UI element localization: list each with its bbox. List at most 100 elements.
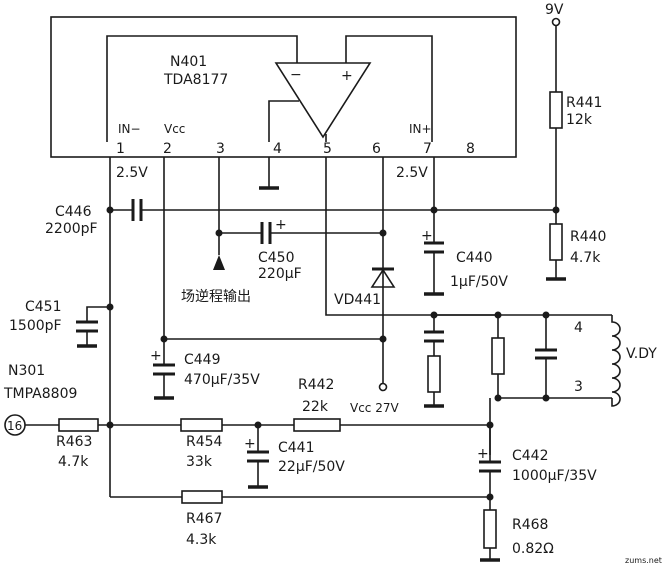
junction-dots: [106, 206, 560, 501]
c440-value: 1μF/50V: [450, 274, 508, 290]
junction-dot: [160, 335, 168, 343]
r468-resistor: [483, 509, 497, 549]
yoke-pin-bottom: 3: [574, 379, 583, 395]
r454-value: 33k: [186, 454, 213, 470]
junction-dot: [379, 335, 387, 343]
r467-ref: R467: [186, 511, 222, 527]
r467-value: 4.3k: [186, 532, 217, 548]
vd441-diode: [370, 268, 396, 288]
c450-value: 220μF: [258, 266, 302, 282]
r-snub-resistor: [427, 355, 441, 393]
junction-dot: [542, 311, 550, 319]
flyback-output-arrow: [213, 255, 225, 270]
op-amp-minus: −: [290, 67, 302, 83]
pin-number-3: 3: [216, 141, 225, 157]
junction-dot: [552, 206, 560, 214]
junction-dot: [486, 493, 494, 501]
c441-value: 22μF/50V: [278, 459, 345, 475]
pin7-voltage: 2.5V: [396, 165, 428, 181]
c440-ref: C440: [456, 250, 493, 266]
pin-number-2: 2: [163, 141, 172, 157]
vcc27-terminal: [378, 382, 388, 392]
yoke-label: V.DY: [626, 346, 657, 362]
c446-value: 2200pF: [45, 221, 98, 237]
junction-dot: [254, 421, 262, 429]
junction-dot: [430, 206, 438, 214]
pin1-voltage: 2.5V: [116, 165, 148, 181]
pin-number-5: 5: [323, 141, 332, 157]
r441-ref: R441: [566, 95, 602, 111]
pin-number-7: 7: [423, 141, 432, 157]
c449-ref: C449: [184, 352, 221, 368]
pin-in-minus-label: IN−: [118, 122, 141, 136]
op-amp-plus: +: [341, 68, 353, 84]
op-amp-symbol: [274, 62, 372, 139]
r467-resistor: [181, 490, 223, 504]
junction-dot: [379, 229, 387, 237]
c441-plus: +: [244, 436, 256, 452]
pin-number-6: 6: [372, 141, 381, 157]
c442-plus: +: [477, 446, 489, 462]
junction-dot: [106, 206, 114, 214]
r440-ref: R440: [570, 229, 606, 245]
junction-dot: [106, 303, 114, 311]
c446-ref: C446: [55, 204, 92, 220]
r440-resistor: [549, 223, 563, 261]
pin-in-plus-label: IN+: [409, 122, 432, 136]
ic-n401-body: [50, 16, 517, 158]
c441-ref: C441: [278, 440, 315, 456]
r442-value: 22k: [302, 399, 329, 415]
r463-resistor: [58, 418, 99, 432]
junction-dot: [542, 394, 550, 402]
internal-wire-minus: [106, 35, 298, 142]
c450-plus: +: [275, 217, 287, 233]
r454-ref: R454: [186, 434, 223, 450]
n301-part: TMPA8809: [3, 386, 77, 402]
junction-dot: [486, 421, 494, 429]
c449-plus: +: [150, 348, 162, 364]
ic-ref: N401: [170, 54, 207, 70]
c451-ref: C451: [25, 299, 62, 315]
internal-wire-gnd: [268, 100, 299, 142]
r440-value: 4.7k: [570, 250, 601, 266]
r441-resistor: [549, 91, 563, 129]
supply-9v: 9V: [545, 2, 564, 18]
c442-value: 1000μF/35V: [512, 468, 597, 484]
r468-ref: R468: [512, 517, 548, 533]
r441-value: 12k: [566, 112, 593, 128]
junction-dot: [106, 421, 114, 429]
r463-value: 4.7k: [58, 454, 89, 470]
r442-ref: R442: [298, 377, 334, 393]
supply-9v-terminal: [551, 17, 561, 27]
r442-resistor: [293, 418, 341, 432]
r463-ref: R463: [56, 434, 92, 450]
c440-plus: +: [421, 228, 433, 244]
c442-ref: C442: [512, 448, 549, 464]
pin-number-1: 1: [116, 141, 125, 157]
pin2-lead: [163, 157, 385, 340]
r468-value: 0.82Ω: [512, 541, 554, 557]
internal-wire-plus: [345, 35, 433, 142]
c451-value: 1500pF: [9, 318, 62, 334]
junction-dot: [215, 229, 223, 237]
r-damp-resistor: [491, 337, 505, 375]
pin-number-4: 4: [273, 141, 282, 157]
watermark: zums.net: [625, 556, 662, 565]
flyback-output-label: 场逆程输出: [181, 289, 251, 305]
yoke-coil: [611, 315, 621, 407]
junction-dot: [494, 311, 502, 319]
c451-lead-top: [86, 306, 110, 322]
pin-number-8: 8: [466, 141, 475, 157]
r454-resistor: [180, 418, 223, 432]
junction-dot: [430, 311, 438, 319]
n301-ref: N301: [8, 363, 45, 379]
c449-value: 470μF/35V: [184, 372, 260, 388]
yoke-pin-top: 4: [574, 320, 583, 336]
pin-vcc-label: Vcc: [164, 122, 185, 136]
ic-part: TDA8177: [163, 72, 228, 88]
junction-dot: [494, 394, 502, 402]
vd441-ref: VD441: [334, 292, 381, 308]
vcc27-label: Vcc 27V: [350, 401, 399, 415]
c450-ref: C450: [258, 250, 295, 266]
